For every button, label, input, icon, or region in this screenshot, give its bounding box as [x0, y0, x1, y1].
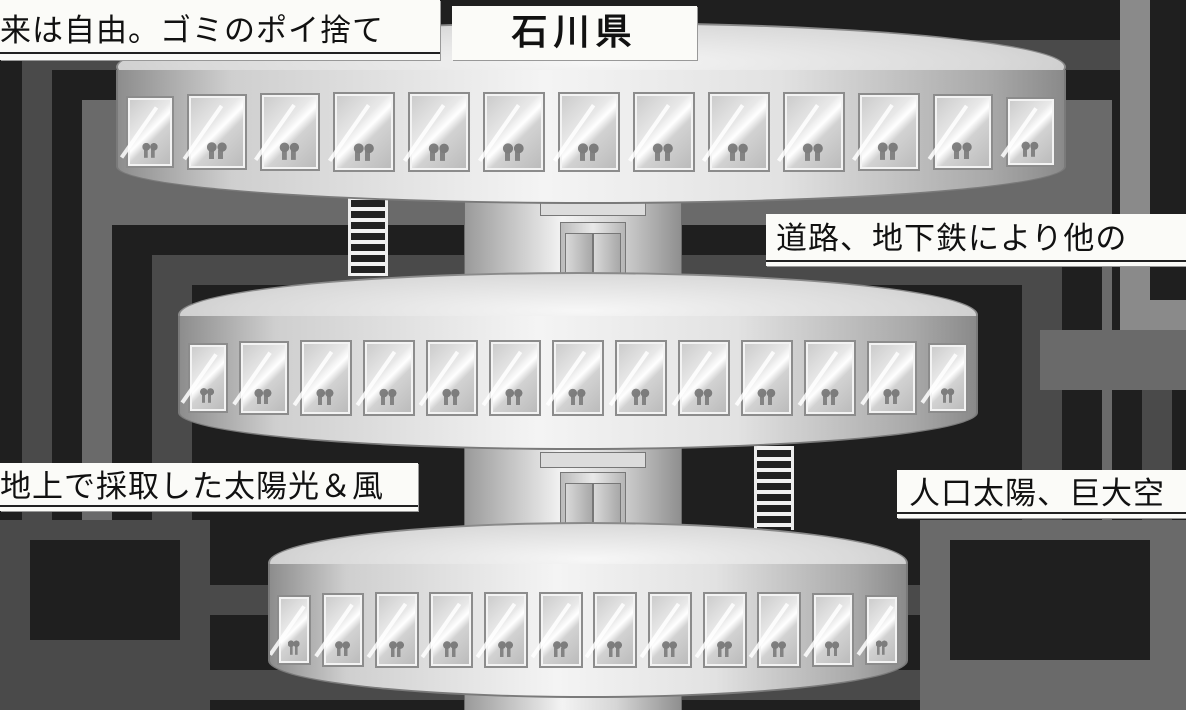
window-icon [678, 340, 731, 416]
caption-underline [897, 512, 1186, 514]
window-icon [321, 593, 364, 667]
window-icon [488, 340, 541, 416]
window-icon [483, 592, 528, 668]
window-icon [557, 92, 620, 172]
ring-wall [178, 316, 978, 450]
caption-right-lower-text: 人口太陽、巨大空 [909, 476, 1165, 512]
window-icon [811, 593, 854, 667]
window-icon [425, 340, 478, 416]
window-icon [362, 340, 415, 416]
window-row [180, 338, 976, 418]
elevator-icon [560, 472, 626, 554]
window-icon [126, 96, 175, 168]
caption-top-left-text: 来は自由。ゴミのポイ捨て [0, 13, 384, 49]
window-icon [782, 92, 845, 172]
window-icon [1005, 97, 1056, 167]
window-icon [260, 93, 321, 171]
window-icon [804, 340, 857, 416]
window-icon [928, 343, 969, 413]
window-icon [867, 341, 918, 415]
caption-right-middle: 道路、地下鉄により他の [766, 214, 1186, 266]
maze-band [950, 540, 1150, 660]
window-icon [538, 592, 583, 668]
window-icon [707, 92, 770, 172]
window-icon [932, 94, 993, 170]
window-icon [374, 592, 419, 668]
window-icon [238, 341, 289, 415]
window-icon [333, 92, 396, 172]
window-icon [408, 92, 471, 172]
window-icon [757, 592, 802, 668]
window-icon [702, 592, 747, 668]
lower-ring [268, 522, 908, 698]
title-text: 石川県 [511, 12, 638, 53]
caption-right-middle-text: 道路、地下鉄により他の [776, 221, 1128, 257]
window-icon [277, 595, 312, 665]
window-icon [857, 93, 920, 171]
title-label: 石川県 [452, 6, 697, 60]
window-icon [741, 340, 794, 416]
window-icon [429, 592, 474, 668]
window-row [270, 590, 906, 670]
window-icon [551, 340, 604, 416]
window-icon [632, 92, 695, 172]
maze-band [1040, 330, 1186, 390]
middle-ring [178, 272, 978, 450]
caption-top-left: 来は自由。ゴミのポイ捨て [0, 0, 440, 60]
caption-left-middle-text: 地上で採取した太陽光＆風 [0, 469, 384, 505]
upper-ring [116, 22, 1066, 204]
caption-underline [0, 505, 418, 507]
ladder-icon [754, 446, 794, 530]
window-icon [187, 94, 248, 170]
window-icon [647, 592, 692, 668]
window-icon [483, 92, 546, 172]
caption-underline [766, 260, 1186, 262]
window-icon [299, 340, 352, 416]
window-icon [593, 592, 638, 668]
window-icon [614, 340, 667, 416]
caption-left-middle: 地上で採取した太陽光＆風 [0, 463, 418, 511]
window-icon [864, 595, 899, 665]
elevator-cap [540, 452, 646, 468]
window-icon [187, 343, 228, 413]
caption-underline [0, 52, 440, 54]
maze-band [30, 540, 180, 640]
ladder-icon [348, 196, 388, 276]
ring-wall [268, 564, 908, 698]
caption-right-lower: 人口太陽、巨大空 [897, 470, 1186, 518]
ring-wall [116, 70, 1066, 204]
window-row [118, 92, 1064, 172]
